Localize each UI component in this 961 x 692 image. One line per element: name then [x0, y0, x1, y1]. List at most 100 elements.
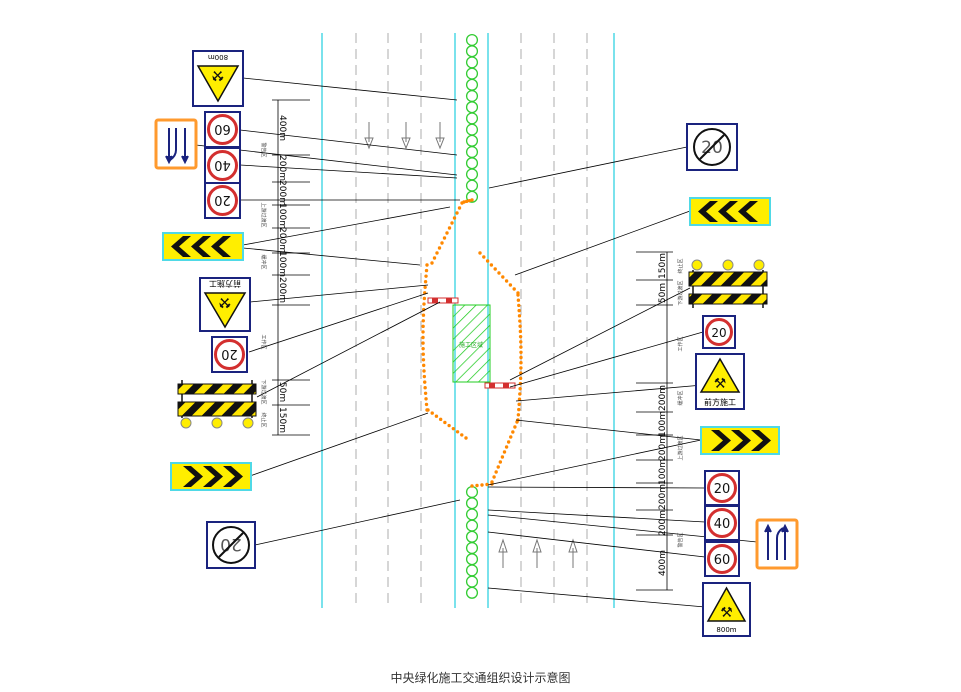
traffic-cone — [467, 198, 472, 203]
traffic-cone — [434, 414, 439, 418]
traffic-cone — [509, 435, 513, 439]
traffic-cone — [426, 408, 430, 412]
traffic-cone — [455, 211, 459, 215]
zone-label-downstream-right: 下游过渡区 — [677, 280, 684, 305]
distance-right-4: 200m — [658, 435, 668, 461]
roadwork-icon: ⚒ — [212, 67, 225, 83]
traffic-cone — [422, 374, 427, 379]
speed-limit-20-left: 20 — [204, 182, 241, 219]
distance-left-1: 200m — [277, 155, 287, 181]
zone-label-termination-left: 终止区 — [260, 412, 267, 427]
ahead-work-sign-right: ⚒ 前方施工 — [695, 353, 745, 410]
traffic-cone — [422, 296, 427, 301]
limit-20-text-right: 20 — [714, 482, 731, 497]
traffic-cone — [452, 216, 457, 220]
limit-60-text-right: 60 — [714, 553, 731, 568]
traffic-cone — [423, 285, 427, 290]
lane-arrows-up — [498, 538, 578, 568]
traffic-cone — [519, 350, 523, 354]
warning-light-icon — [722, 259, 734, 271]
speed-limit-20-right: 20 — [704, 470, 740, 506]
traffic-cone — [421, 319, 425, 323]
traffic-cone — [455, 430, 460, 434]
zone-label-termination-right: 终止区 — [677, 258, 684, 273]
speed-limit-60-left: 60 — [204, 111, 241, 148]
end-speed-limit-sign-right: 20 — [686, 123, 738, 171]
traffic-cone — [440, 241, 444, 245]
end-speed-limit-sign-left: 20 — [206, 521, 256, 569]
road-barrier-left — [177, 380, 257, 429]
distance-right-7: 200m — [658, 510, 668, 536]
median-shrub — [465, 123, 479, 136]
traffic-cone — [518, 376, 523, 381]
median-shrub — [465, 519, 479, 532]
traffic-cone — [512, 287, 516, 291]
traffic-cone — [424, 397, 428, 401]
traffic-cone — [519, 361, 523, 365]
median-shrub — [465, 586, 479, 599]
traffic-cone — [422, 369, 426, 373]
median-shrub — [465, 485, 479, 499]
distance-left-8: 150m — [277, 407, 287, 433]
diagram-caption: 中央绿化施工交通组织设计示意图 — [390, 671, 571, 685]
traffic-cone — [421, 330, 425, 334]
zone-label-buffer-right: 缓冲区 — [677, 390, 684, 405]
traffic-cone — [475, 483, 479, 488]
traffic-cone — [508, 283, 513, 287]
ahead-work-sign-left: ⚒ 前方施工 — [199, 277, 251, 332]
zone-labels-right: 终止区 下游过渡区 工作区 缓冲区 上游过渡区 警告区 — [677, 258, 684, 547]
traffic-cone — [424, 268, 429, 273]
traffic-cone — [480, 483, 484, 487]
median-shrub — [465, 190, 479, 203]
lane-reduction-sign-right — [755, 518, 799, 570]
traffic-cone — [519, 366, 523, 370]
traffic-cone — [518, 319, 522, 323]
traffic-cone — [518, 387, 522, 391]
traffic-cone — [516, 413, 521, 417]
zone-label-upstream-right: 上游过渡区 — [677, 435, 684, 460]
traffic-cone — [460, 201, 464, 205]
traffic-cone — [470, 198, 474, 202]
traffic-cone — [492, 475, 496, 479]
traffic-cone — [501, 275, 505, 279]
traffic-cone — [496, 465, 500, 469]
warning-light-icon — [691, 259, 703, 271]
limit-20-lower-text-left: 20 — [221, 346, 238, 361]
median-shrub — [465, 67, 479, 80]
distance-left-3: 100m — [277, 203, 287, 229]
traffic-cone — [517, 303, 521, 308]
distance-left-4: 200m — [277, 227, 287, 253]
traffic-cone — [493, 267, 497, 271]
traffic-cone — [442, 236, 447, 240]
warning-sign-800m-left: ⚒ 800m — [192, 50, 244, 107]
roadwork-icon: ⚒ — [219, 294, 232, 310]
warning-800-text-right: 800m — [716, 626, 736, 634]
speed-limit-40-left: 40 — [204, 147, 241, 184]
distance-right-3: 100m — [658, 411, 668, 437]
traffic-cone — [504, 279, 509, 283]
traffic-cone — [517, 407, 521, 412]
traffic-cone — [421, 313, 426, 317]
traffic-cone — [423, 385, 427, 390]
traffic-cone — [515, 420, 519, 424]
ahead-work-text-right: 前方施工 — [704, 397, 736, 407]
traffic-cone — [485, 259, 490, 263]
limit-40-text-right: 40 — [714, 517, 731, 532]
speed-limit-60-right: 60 — [704, 541, 740, 577]
traffic-cone — [432, 256, 437, 260]
dimension-line-right — [636, 251, 673, 591]
distance-left-2: 200m — [277, 180, 287, 206]
limit-60-text-left: 60 — [214, 121, 231, 136]
traffic-cone — [519, 345, 523, 349]
traffic-cone — [421, 324, 425, 329]
chevron-sign-left-top — [162, 232, 244, 261]
traffic-cone — [517, 314, 522, 318]
warning-light-icon — [211, 417, 223, 429]
traffic-cone — [513, 425, 517, 429]
median-shrub — [465, 168, 479, 181]
traffic-cone — [518, 329, 523, 334]
traffic-cone — [423, 391, 428, 395]
zone-labels-left: 警告区 上游过渡区 缓冲区 工作区 下游过渡区 终止区 — [260, 142, 267, 427]
lane-reduction-sign-left — [154, 118, 198, 170]
median-shrub — [465, 157, 479, 170]
